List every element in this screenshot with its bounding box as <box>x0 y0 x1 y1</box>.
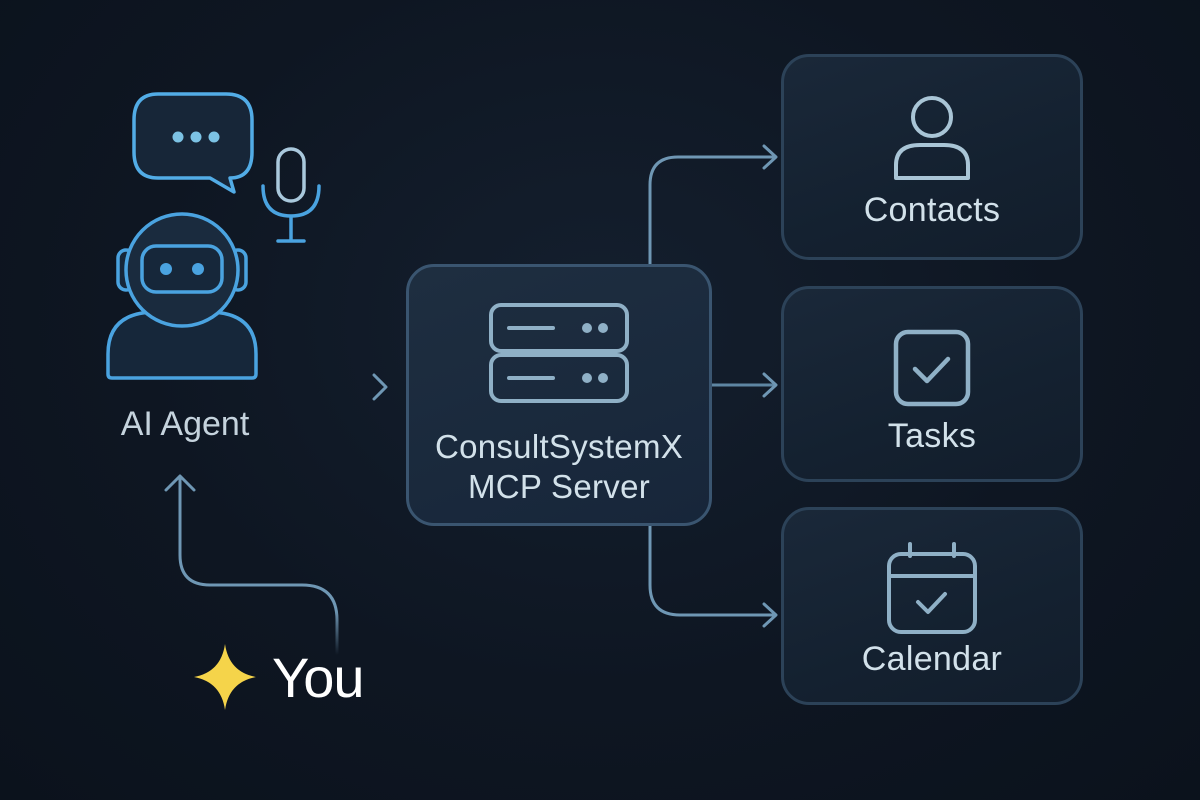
calendar-node[interactable]: Calendar <box>781 507 1083 705</box>
server-rack-icon <box>489 303 629 403</box>
robot-avatar-icon <box>106 212 258 380</box>
sparkle-icon <box>194 644 256 710</box>
calendar-label: Calendar <box>861 640 1003 678</box>
user-label: You <box>272 645 364 709</box>
arrowhead-icon <box>762 602 778 628</box>
arrowhead-icon <box>164 474 196 492</box>
agent-label: AI Agent <box>120 405 250 443</box>
mcp-server-node[interactable]: ConsultSystemX MCP Server <box>406 264 712 526</box>
tasks-node[interactable]: Tasks <box>781 286 1083 482</box>
checkbox-icon <box>893 329 971 407</box>
microphone-icon <box>261 147 321 243</box>
arrowhead-icon <box>762 144 778 170</box>
person-icon <box>894 96 970 180</box>
contacts-node[interactable]: Contacts <box>781 54 1083 260</box>
server-name-label: ConsultSystemX <box>434 428 684 465</box>
calendar-check-icon <box>887 542 977 634</box>
connector-agent-to-server <box>270 373 388 401</box>
chat-bubble-icon <box>132 92 254 194</box>
tasks-label: Tasks <box>887 417 977 455</box>
connector-server-to-tasks <box>712 372 778 398</box>
arrowhead-icon <box>762 372 778 398</box>
server-type-label: MCP Server <box>467 468 651 505</box>
connector-server-to-contacts <box>648 144 778 264</box>
contacts-label: Contacts <box>863 191 1001 229</box>
connector-server-to-calendar <box>648 526 778 628</box>
connector-user-to-agent <box>164 474 339 655</box>
user-node: You <box>192 642 364 712</box>
arrowhead-icon <box>372 373 388 401</box>
